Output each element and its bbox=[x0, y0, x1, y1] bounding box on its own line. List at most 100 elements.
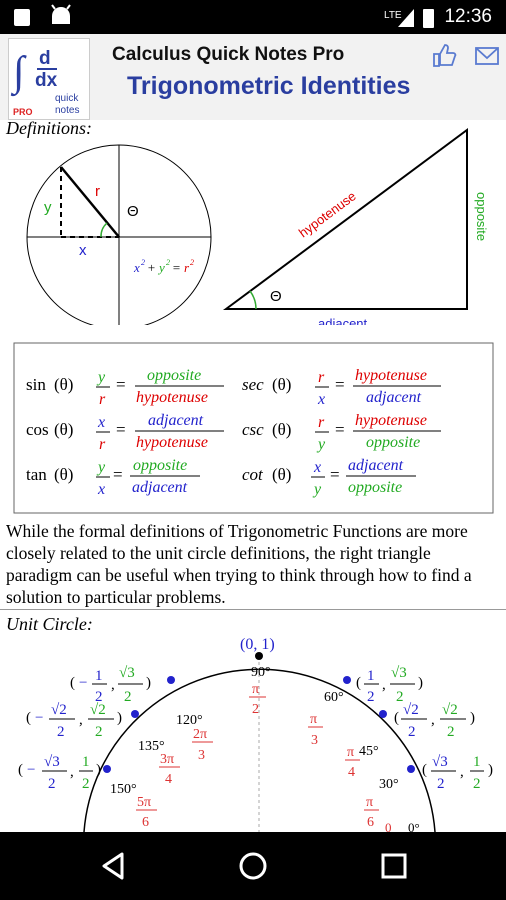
circle-theta-label: Θ bbox=[127, 203, 139, 220]
svg-text:,: , bbox=[382, 677, 386, 693]
svg-text:r: r bbox=[318, 369, 325, 386]
svg-text:√2: √2 bbox=[90, 702, 106, 718]
svg-text:=: = bbox=[335, 375, 345, 394]
svg-text:): ) bbox=[117, 710, 122, 726]
svg-text:1: 1 bbox=[367, 668, 375, 684]
envelope-icon[interactable] bbox=[473, 42, 501, 70]
svg-text:2: 2 bbox=[82, 776, 90, 792]
svg-text:(: ( bbox=[356, 675, 361, 691]
svg-text:1: 1 bbox=[82, 754, 90, 770]
svg-text:=: = bbox=[116, 375, 126, 394]
svg-text:cos: cos bbox=[26, 420, 49, 439]
svg-text:√3: √3 bbox=[44, 754, 60, 770]
svg-text:): ) bbox=[488, 762, 493, 778]
svg-text:2: 2 bbox=[95, 689, 103, 705]
svg-text:dx: dx bbox=[35, 70, 58, 91]
svg-text:=: = bbox=[330, 465, 340, 484]
unit-circle-diagram: Unit Circle: (0, 1) 90° π2 60° π3 45° π4… bbox=[6, 614, 493, 832]
svg-text:−: − bbox=[79, 675, 87, 691]
angle-150: 150° 5π6 bbox=[110, 782, 157, 830]
sec-formula: sec (θ) r x = hypotenuse adjacent bbox=[242, 367, 441, 408]
svg-text:=: = bbox=[113, 465, 123, 484]
svg-text:6: 6 bbox=[367, 815, 374, 830]
svg-text:,: , bbox=[460, 764, 464, 780]
svg-text:(: ( bbox=[26, 710, 31, 726]
back-icon[interactable] bbox=[96, 848, 132, 884]
home-icon[interactable] bbox=[235, 848, 271, 884]
recents-icon[interactable] bbox=[376, 848, 412, 884]
svg-text:d: d bbox=[39, 48, 51, 69]
svg-text:cot: cot bbox=[242, 465, 264, 484]
svg-text:opposite: opposite bbox=[348, 479, 402, 496]
app-title: Calculus Quick Notes Pro bbox=[112, 44, 345, 65]
svg-text:90°: 90° bbox=[251, 665, 271, 680]
opposite-label: opposite bbox=[474, 192, 489, 241]
point-150 bbox=[103, 765, 111, 773]
circle-y-label: y bbox=[44, 199, 52, 216]
svg-text:adjacent: adjacent bbox=[148, 412, 204, 429]
svg-text:3: 3 bbox=[311, 733, 318, 748]
svg-text:y: y bbox=[96, 369, 106, 386]
svg-text:hypotenuse: hypotenuse bbox=[355, 412, 427, 429]
svg-text:sin: sin bbox=[26, 375, 46, 394]
svg-text:,: , bbox=[111, 677, 115, 693]
coord-120: ( − 12 , √32 ) bbox=[70, 665, 151, 705]
svg-text:(0, 1): (0, 1) bbox=[240, 636, 275, 653]
angle-120: 120° 2π3 bbox=[176, 713, 213, 763]
right-triangle bbox=[222, 128, 468, 310]
svg-text:hypotenuse: hypotenuse bbox=[136, 389, 208, 406]
thumbs-up-icon[interactable] bbox=[430, 42, 458, 70]
svg-text:): ) bbox=[470, 710, 475, 726]
angle-30: 30° π6 bbox=[364, 777, 399, 830]
adjacent-label: adjacent bbox=[318, 316, 368, 325]
svg-text:(θ): (θ) bbox=[272, 420, 291, 439]
svg-text:√2: √2 bbox=[442, 702, 458, 718]
lte-label: LTE bbox=[384, 10, 402, 21]
svg-text:√3: √3 bbox=[391, 665, 407, 681]
svg-text:): ) bbox=[418, 675, 423, 691]
svg-text:135°: 135° bbox=[138, 739, 165, 754]
svg-text:PRO: PRO bbox=[13, 107, 33, 117]
svg-text:=: = bbox=[335, 420, 345, 439]
svg-text:2: 2 bbox=[367, 689, 375, 705]
point-60 bbox=[343, 676, 351, 684]
circle-r-label: r bbox=[95, 183, 100, 200]
svg-text:2: 2 bbox=[57, 724, 65, 740]
status-bar: LTE 12:36 bbox=[0, 0, 506, 34]
angle-135: 135° 3π4 bbox=[138, 739, 180, 787]
svg-text:x: x bbox=[97, 481, 105, 498]
svg-text:y: y bbox=[316, 436, 326, 453]
svg-text:=: = bbox=[116, 420, 126, 439]
svg-text:√2: √2 bbox=[51, 702, 67, 718]
svg-text:3: 3 bbox=[198, 748, 205, 763]
content-scroll[interactable]: Definitions: r y x Θ x 2 + y 2 = r 2 Θ a… bbox=[0, 120, 506, 832]
svg-text:opposite: opposite bbox=[366, 434, 420, 451]
battery-icon bbox=[423, 9, 434, 28]
cot-formula: cot (θ) x y = adjacent opposite bbox=[242, 457, 416, 498]
coord-135: ( − √22 , √22 ) bbox=[26, 702, 122, 740]
svg-text:45°: 45° bbox=[359, 744, 379, 759]
svg-text:1: 1 bbox=[473, 754, 481, 770]
svg-text:π: π bbox=[347, 745, 354, 760]
svg-text:quick: quick bbox=[55, 93, 79, 104]
svg-text:2: 2 bbox=[48, 776, 56, 792]
svg-text:∫: ∫ bbox=[10, 49, 27, 97]
point-90 bbox=[255, 652, 263, 660]
unit-circle-heading: Unit Circle: bbox=[6, 614, 93, 634]
point-135 bbox=[131, 710, 139, 718]
svg-text:x: x bbox=[313, 459, 321, 476]
definitions-diagram: Definitions: r y x Θ x 2 + y 2 = r 2 Θ a… bbox=[5, 120, 489, 325]
svg-text:4: 4 bbox=[348, 765, 355, 780]
explanation-paragraph: While the formal definitions of Trigonom… bbox=[6, 521, 472, 607]
svg-text:π: π bbox=[252, 682, 259, 697]
svg-text:5π: 5π bbox=[137, 795, 151, 810]
svg-text:x: x bbox=[97, 414, 105, 431]
circle-equation: x 2 + y 2 = r 2 bbox=[133, 258, 194, 275]
svg-text:csc: csc bbox=[242, 420, 264, 439]
svg-text:2: 2 bbox=[124, 689, 132, 705]
svg-text:2: 2 bbox=[473, 776, 481, 792]
svg-text:(: ( bbox=[18, 762, 23, 778]
svg-text:4: 4 bbox=[165, 772, 172, 787]
svg-text:(: ( bbox=[70, 675, 75, 691]
svg-text:,: , bbox=[70, 764, 74, 780]
